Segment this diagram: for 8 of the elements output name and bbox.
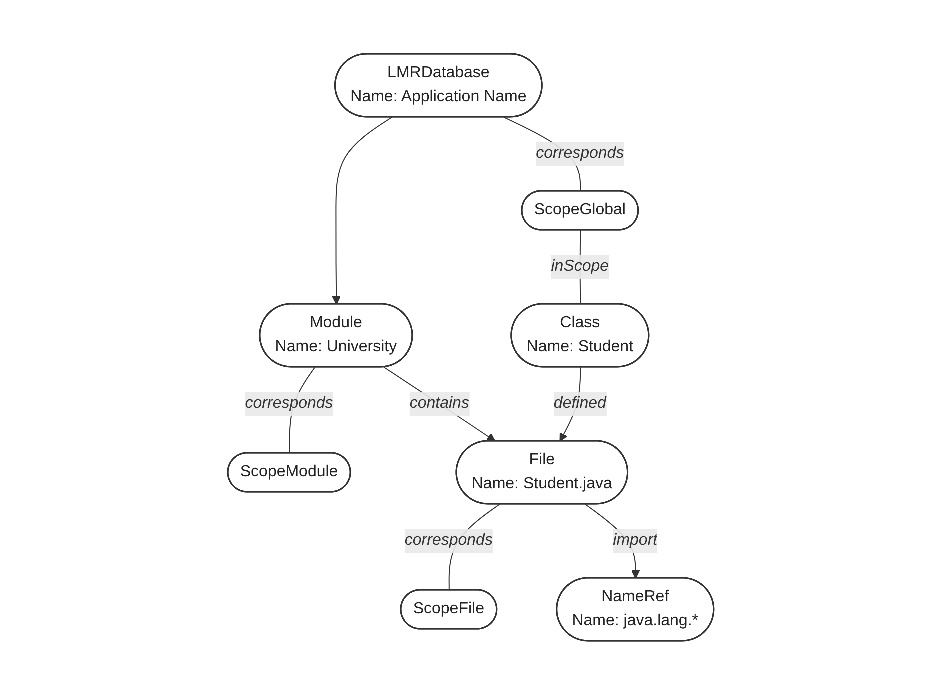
edge-label: corresponds [404, 531, 493, 548]
edge-label: corresponds [536, 144, 624, 162]
edge-label: contains [409, 394, 470, 412]
edge-label: corresponds [244, 394, 333, 412]
arrow [332, 116, 392, 304]
arrow [383, 366, 496, 442]
edge-label: inScope [550, 257, 609, 274]
edge-label: defined [553, 394, 606, 412]
